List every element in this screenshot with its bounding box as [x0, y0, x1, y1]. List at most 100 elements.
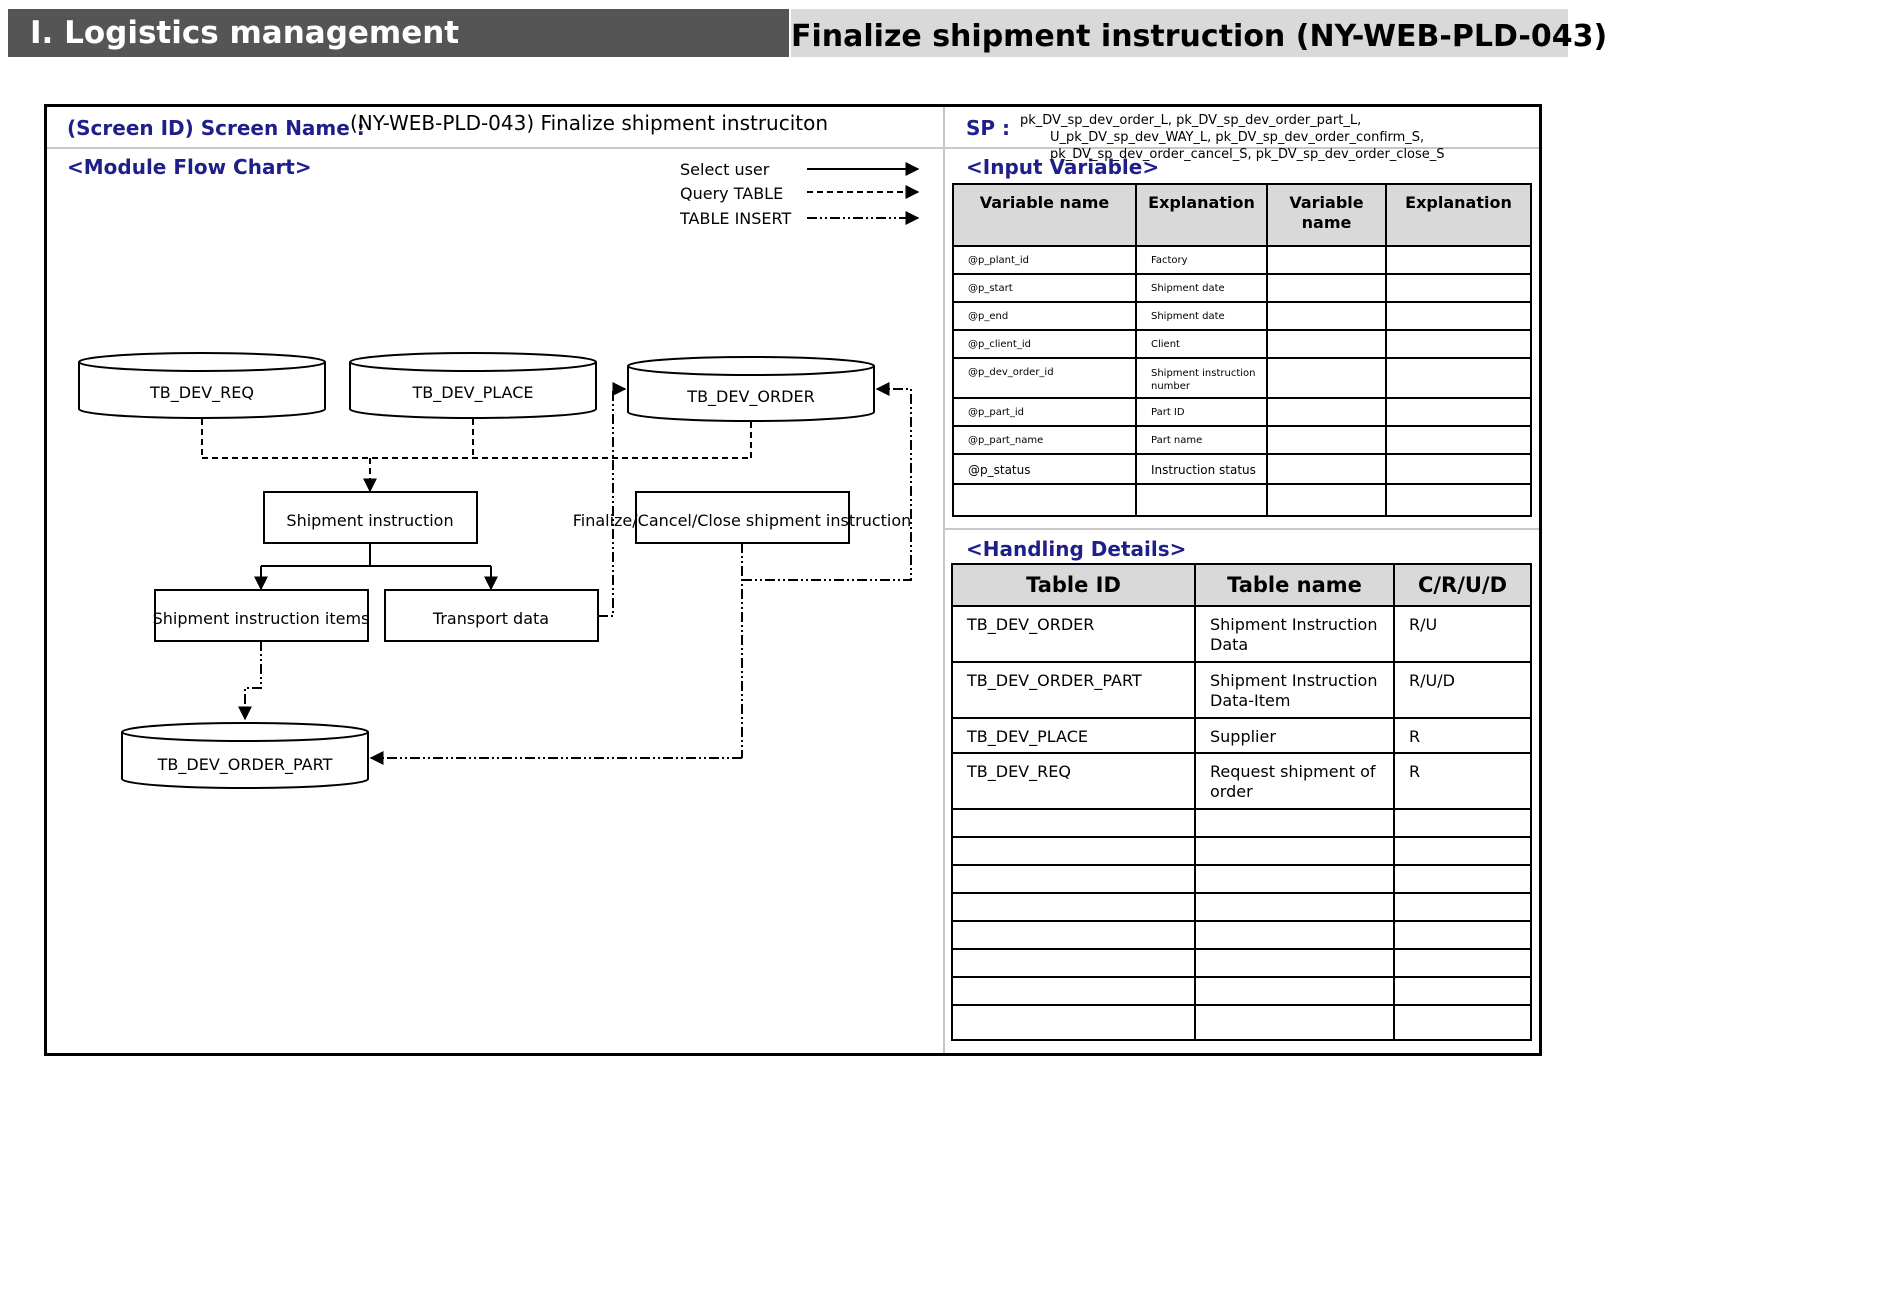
table-row: @p_part_name Part name — [952, 425, 1532, 455]
table-row — [951, 920, 1532, 950]
table-cell — [1393, 976, 1532, 1006]
spec-frame — [44, 104, 1542, 1056]
col-header-explanation: Explanation — [1135, 183, 1268, 247]
select-user-connectors — [254, 543, 498, 591]
table-row — [951, 864, 1532, 894]
table-cell: R — [1393, 717, 1532, 754]
legend-query-table: Query TABLE — [680, 184, 783, 203]
table-cell — [1194, 920, 1395, 950]
table-cell — [1385, 397, 1532, 427]
table-insert-connectors — [238, 382, 912, 765]
table-cell: @p_part_name — [952, 425, 1137, 455]
col-header-table-name: Table name — [1194, 563, 1395, 607]
sp-line-2: U_pk_DV_sp_dev_WAY_L, pk_DV_sp_dev_order… — [1050, 130, 1425, 145]
table-cell: Instruction status — [1135, 453, 1268, 485]
table-cell: TB_DEV_PLACE — [951, 717, 1196, 754]
table-cell — [1266, 329, 1387, 359]
col-header-variable-name-2: Variable name — [1266, 183, 1387, 247]
table-cell — [1266, 425, 1387, 455]
table-cell: Shipment date — [1135, 301, 1268, 331]
table-cell — [952, 483, 1137, 517]
table-cell: @p_start — [952, 273, 1137, 303]
col-header-variable-name: Variable name — [952, 183, 1137, 247]
table-cell: Client — [1135, 329, 1268, 359]
table-cell — [1385, 245, 1532, 275]
table-row — [951, 1004, 1532, 1041]
table-cell — [1393, 892, 1532, 922]
column-divider — [943, 107, 945, 1053]
table-cell — [951, 920, 1196, 950]
table-cell — [1194, 808, 1395, 838]
table-cell — [1385, 357, 1532, 399]
sp-line-1: pk_DV_sp_dev_order_L, pk_DV_sp_dev_order… — [1020, 113, 1362, 128]
module-flow-chart: Select user Query TABLE TABLE INSERT TB_… — [78, 160, 920, 789]
table-cell — [1385, 483, 1532, 517]
table-cell: TB_DEV_ORDER_PART — [951, 661, 1196, 719]
sp-label: SP : — [966, 116, 1011, 140]
table-cell — [1393, 1004, 1532, 1041]
title-row-divider — [47, 147, 1539, 149]
legend-table-insert: TABLE INSERT — [679, 209, 791, 228]
table-cell: Shipment date — [1135, 273, 1268, 303]
table-cell: @p_end — [952, 301, 1137, 331]
table-cell: TB_DEV_ORDER — [951, 605, 1196, 663]
table-row: TB_DEV_ORDER_PART Shipment Instruction D… — [951, 661, 1532, 719]
handling-details-title: <Handling Details> — [966, 537, 1187, 561]
table-row: @p_plant_id Factory — [952, 245, 1532, 275]
table-cell: R/U — [1393, 605, 1532, 663]
table-cell: R/U/D — [1393, 661, 1532, 719]
table-row — [951, 892, 1532, 922]
table-cell — [1135, 483, 1268, 517]
table-cell — [1266, 357, 1387, 399]
table-cell — [951, 948, 1196, 978]
table-cell: Part name — [1135, 425, 1268, 455]
table-cell: TB_DEV_REQ — [951, 752, 1196, 810]
table-row: @p_dev_order_id Shipment instruction num… — [952, 357, 1532, 399]
process-label-transport: Transport data — [432, 609, 549, 628]
table-cell: @p_plant_id — [952, 245, 1137, 275]
table-cell — [1385, 301, 1532, 331]
table-row: TB_DEV_PLACE Supplier R — [951, 717, 1532, 754]
db-label-req: TB_DEV_REQ — [149, 383, 254, 403]
table-row: @p_part_id Part ID — [952, 397, 1532, 427]
section-title: Ⅰ. Logistics management — [8, 9, 789, 57]
table-cell — [1194, 976, 1395, 1006]
table-cell: Request shipment of order — [1194, 752, 1395, 810]
process-label-shipment: Shipment instruction — [286, 511, 453, 530]
input-variable-title: <Input Variable> — [966, 155, 1160, 179]
col-header-explanation-2: Explanation — [1385, 183, 1532, 247]
db-tb-dev-place: TB_DEV_PLACE — [349, 352, 597, 419]
flow-chart-title: <Module Flow Chart> — [67, 155, 312, 179]
process-label-finalize: Finalize/Cancel/Close shipment instructi… — [573, 511, 912, 530]
db-label-order: TB_DEV_ORDER — [686, 387, 814, 407]
process-shipment-items — [154, 589, 369, 642]
db-tb-dev-req: TB_DEV_REQ — [78, 352, 326, 419]
screen-name-value: (NY-WEB-PLD-043) Finalize shipment instr… — [350, 111, 829, 135]
table-cell — [1194, 892, 1395, 922]
right-section-divider — [945, 528, 1539, 530]
table-cell — [1393, 920, 1532, 950]
table-row: TB_DEV_REQ Request shipment of order R — [951, 752, 1532, 810]
table-row: @p_status Instruction status — [952, 453, 1532, 485]
table-row — [951, 808, 1532, 838]
table-cell — [1266, 397, 1387, 427]
table-cell — [1194, 1004, 1395, 1041]
table-cell: @p_status — [952, 453, 1137, 485]
table-cell — [1266, 301, 1387, 331]
table-cell — [951, 892, 1196, 922]
table-cell — [1385, 329, 1532, 359]
query-connectors — [201, 419, 752, 493]
handling-details-table: Table ID Table name C/R/U/D TB_DEV_ORDER… — [951, 563, 1532, 1041]
table-row: @p_start Shipment date — [952, 273, 1532, 303]
table-cell — [1393, 836, 1532, 866]
table-cell — [1266, 245, 1387, 275]
table-cell — [1385, 273, 1532, 303]
table-row — [951, 976, 1532, 1006]
table-cell — [951, 808, 1196, 838]
db-tb-dev-order-part: TB_DEV_ORDER_PART — [121, 722, 369, 789]
table-cell: Shipment instruction number — [1135, 357, 1268, 399]
table-cell — [1266, 453, 1387, 485]
col-header-crud: C/R/U/D — [1393, 563, 1532, 607]
page-title: Finalize shipment instruction (NY-WEB-PL… — [791, 9, 1607, 57]
table-cell — [951, 976, 1196, 1006]
